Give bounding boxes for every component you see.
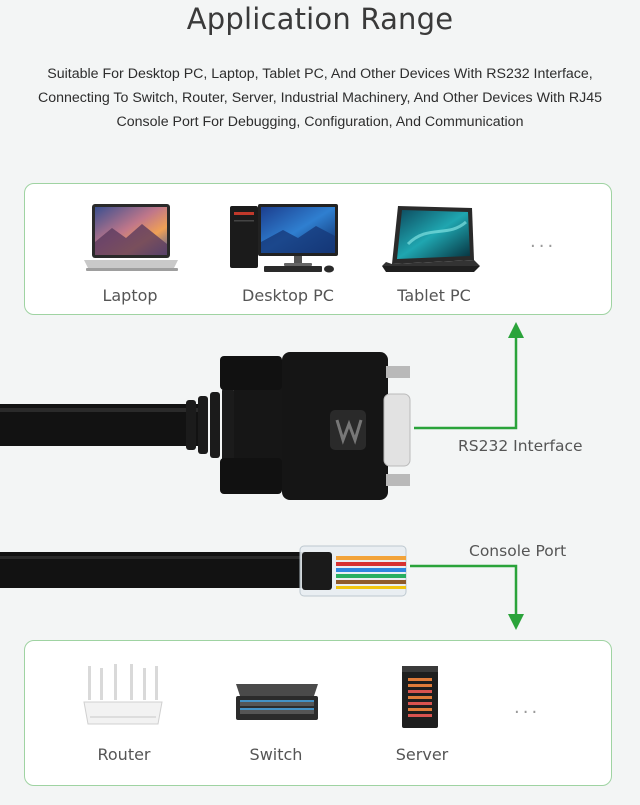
device-label-server: Server [395,745,449,764]
description-line-3: Console Port For Debugging, Configuratio… [116,114,524,130]
device-label-desktop-pc: Desktop PC [242,286,334,305]
tablet-pc-icon [382,206,480,272]
laptop-icon [84,204,178,271]
description-line-1: Suitable For Desktop PC, Laptop, Tablet … [47,66,593,82]
rs232-interface-label: RS232 Interface [458,437,583,455]
router-icon [83,664,163,725]
device-label-laptop: Laptop [102,286,158,305]
device-label-router: Router [97,745,151,764]
more-devices-indicator-bottom: ··· [514,702,541,723]
device-label-tablet-pc: Tablet PC [397,286,471,305]
switch-icon [236,684,318,720]
device-label-switch: Switch [249,745,303,764]
console-port-label: Console Port [469,542,567,560]
more-devices-indicator: ··· [530,236,557,257]
description: Suitable For Desktop PC, Laptop, Tablet … [10,62,630,134]
page-title: Application Range [186,2,454,36]
server-icon [402,666,438,728]
desktop-pc-icon [230,204,338,273]
description-line-2: Connecting To Switch, Router, Server, In… [37,90,603,106]
